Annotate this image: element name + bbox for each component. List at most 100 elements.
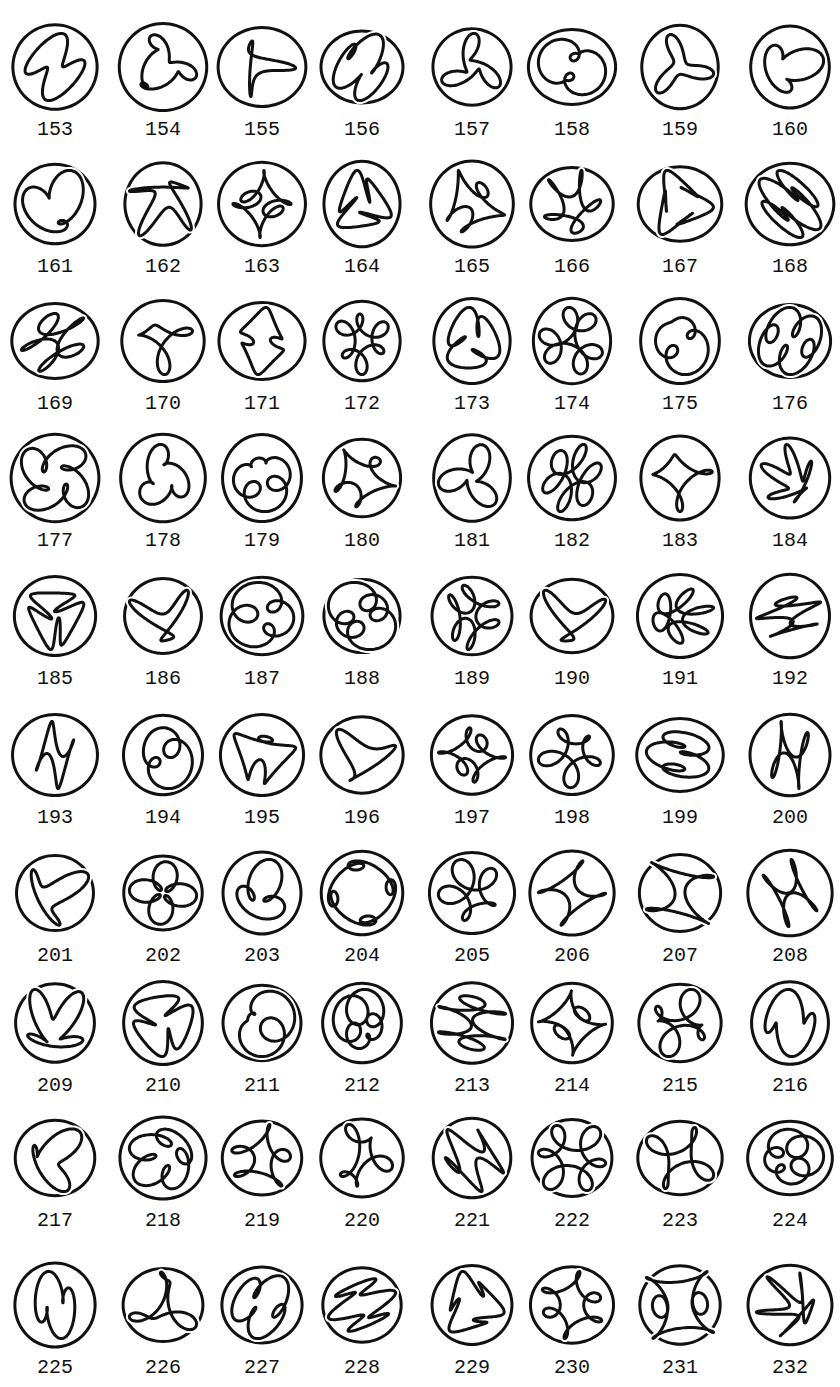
knot-strand-halo [33, 1129, 82, 1192]
knot-diagram [429, 852, 514, 933]
knot-strand-halo [543, 590, 605, 641]
knot-diagram [752, 982, 829, 1065]
knot-strand [653, 589, 714, 643]
knot-diagram [432, 577, 512, 655]
knot-number: 211 [244, 1076, 280, 1096]
knot-strand [328, 1279, 395, 1332]
knot-number: 216 [772, 1076, 808, 1096]
knot-strand-halo [449, 1271, 504, 1332]
knot-number: 201 [37, 946, 73, 966]
knot-strand-halo [759, 170, 821, 237]
knot-strand-halo [25, 33, 85, 100]
outer-loop [323, 439, 400, 517]
knot-strand-halo [438, 728, 505, 782]
knot-strand-halo [442, 33, 501, 87]
knot-strand [29, 593, 84, 650]
knot-strand-halo [659, 170, 713, 234]
knot-strand-halo [340, 1124, 392, 1186]
knot-diagram [434, 298, 510, 383]
knot-diagram [750, 714, 830, 795]
knot-strand [337, 170, 391, 227]
knot-number: 206 [554, 946, 590, 966]
knot-number: 220 [344, 1211, 380, 1231]
knot-strand-halo [333, 34, 388, 101]
knot-strand [333, 989, 383, 1048]
knot-number: 193 [37, 808, 73, 828]
knot-diagram [431, 716, 512, 794]
knot-number: 219 [244, 1211, 280, 1231]
outer-loop [531, 579, 613, 652]
knot-diagram [529, 436, 616, 519]
knot-diagram [431, 983, 512, 1063]
knot-diagram [533, 298, 610, 383]
outer-loop [432, 1266, 512, 1345]
knot-strand [438, 728, 505, 782]
knot-diagram [123, 715, 202, 794]
outer-loop [14, 576, 95, 655]
knot-strand-halo [129, 182, 191, 236]
knot-number: 164 [344, 257, 380, 277]
knot-strand [239, 991, 294, 1056]
outer-loop [434, 298, 510, 383]
knot-strand-halo [129, 1129, 191, 1189]
knot-number: 176 [772, 394, 808, 414]
outer-loop [13, 25, 97, 109]
knot-strand [438, 445, 496, 507]
outer-loop [15, 1120, 95, 1195]
knot-strand-halo [129, 1272, 196, 1330]
knot-number: 175 [662, 394, 698, 414]
knot-strand-halo [646, 862, 713, 923]
outer-loop [321, 851, 403, 934]
knot-strand [538, 1125, 605, 1190]
outer-loop [748, 1265, 832, 1344]
knot-strand-halo [653, 589, 714, 643]
knot-strand-halo [21, 313, 83, 371]
knot-diagram [642, 25, 718, 108]
knot-strand-halo [140, 444, 189, 504]
knot-strand-halo [447, 170, 505, 231]
outer-loop [323, 983, 402, 1063]
knot-strand [140, 444, 189, 504]
knot-strand-halo [239, 991, 294, 1056]
knot-strand [763, 859, 817, 926]
outer-loop [752, 982, 829, 1065]
knot-number: 177 [37, 531, 73, 551]
knot-number: 218 [145, 1211, 181, 1231]
knot-diagram [748, 1121, 833, 1194]
knot-strand-halo [646, 1272, 713, 1339]
outer-loop [641, 298, 720, 383]
knot-strand-halo [237, 859, 285, 919]
knot-strand [542, 1271, 601, 1338]
knot-strand [133, 996, 193, 1057]
knot-diagram [119, 23, 206, 110]
knot-strand-halo [538, 39, 605, 94]
knot-number: 188 [344, 669, 380, 689]
knot-strand [328, 582, 395, 649]
outer-loop [533, 298, 610, 383]
knot-diagram [750, 438, 829, 518]
knot-diagram [124, 982, 203, 1065]
knot-number: 225 [37, 1358, 73, 1378]
knot-diagram [12, 304, 98, 379]
knot-strand [333, 34, 388, 101]
knot-strand [21, 446, 88, 510]
knot-strand-halo [129, 862, 196, 925]
knot-diagram [528, 29, 615, 104]
knot-diagram [16, 984, 95, 1062]
knot-number: 230 [554, 1358, 590, 1378]
knot-number: 207 [662, 946, 698, 966]
knot-number: 183 [662, 531, 698, 551]
knot-strand [761, 444, 811, 502]
knot-strand-halo [29, 593, 84, 650]
knot-number: 172 [344, 394, 380, 414]
outer-loop [17, 855, 94, 930]
knot-number: 189 [454, 669, 490, 689]
knot-diagram [323, 1268, 401, 1342]
knot-strand-halo [756, 597, 820, 636]
outer-loop [750, 714, 830, 795]
knot-number: 217 [37, 1211, 73, 1231]
knot-diagram [125, 579, 202, 654]
knot-strand [248, 41, 295, 97]
outer-loop [637, 719, 724, 792]
knot-diagram [321, 31, 403, 103]
